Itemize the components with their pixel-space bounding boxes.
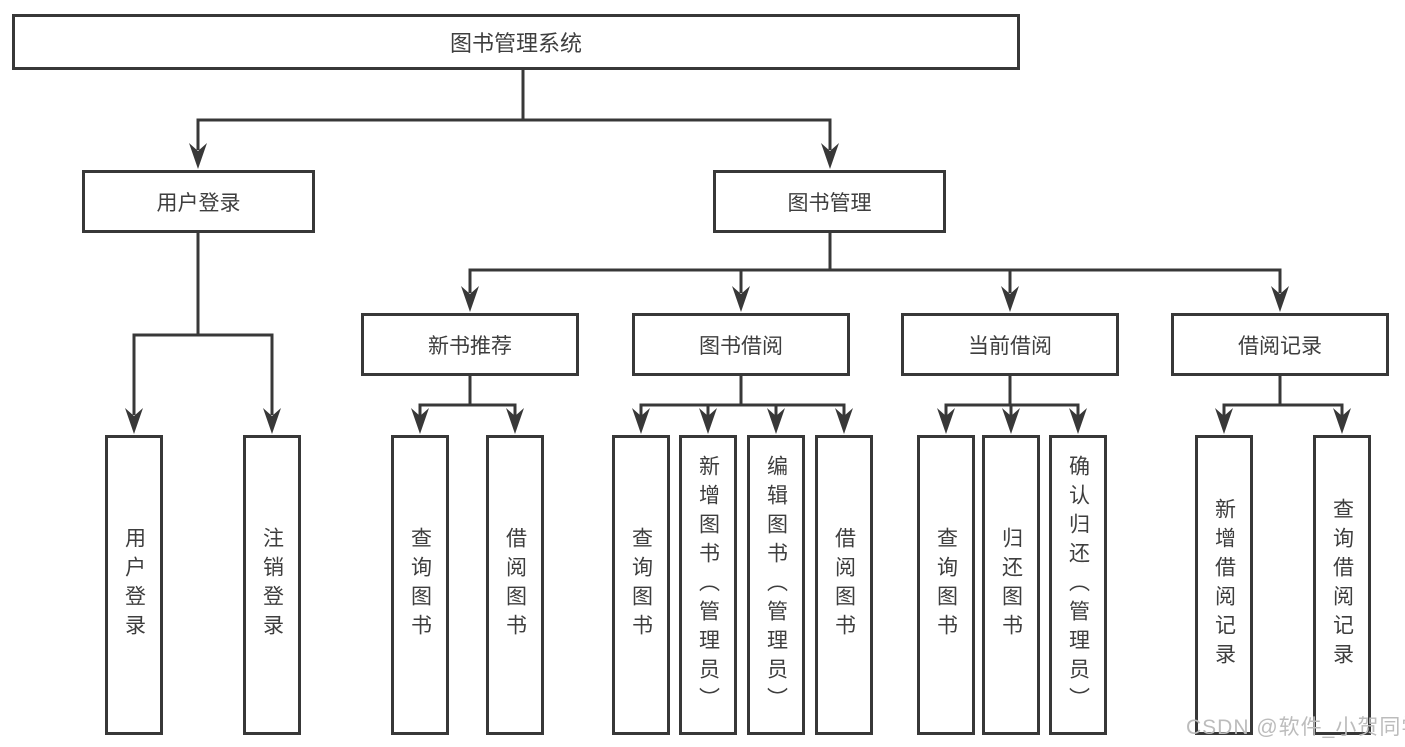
node-current-borrow-label: 当前借阅: [968, 334, 1052, 358]
arrowhead: [506, 408, 524, 434]
leaf-edit-book-admin-label: 编辑图书（管理员）: [764, 454, 788, 716]
leaf-logout: 注销登录: [243, 435, 301, 735]
node-borrow-records: 借阅记录: [1171, 313, 1389, 376]
leaf-borrow-books-recommend-label: 借阅图书: [503, 527, 527, 643]
arrowhead: [1069, 408, 1087, 434]
leaf-add-borrow-record-label: 新增借阅记录: [1212, 498, 1236, 672]
arrowhead: [1215, 408, 1233, 434]
arrowhead: [937, 408, 955, 434]
node-borrow-records-label: 借阅记录: [1238, 334, 1322, 358]
leaf-add-borrow-record: 新增借阅记录: [1195, 435, 1253, 735]
arrowhead: [189, 143, 207, 169]
arrowhead: [821, 143, 839, 169]
leaf-query-borrow-record-label: 查询借阅记录: [1330, 498, 1354, 672]
leaf-confirm-return-admin: 确认归还（管理员）: [1049, 435, 1107, 735]
node-root-label: 图书管理系统: [449, 31, 582, 56]
leaf-query-books-current-label: 查询图书: [934, 527, 958, 643]
leaf-add-book-admin: 新增图书（管理员）: [679, 435, 737, 735]
leaf-borrow-books-borrow: 借阅图书: [815, 435, 873, 735]
arrowhead: [767, 408, 785, 434]
node-book-management-label: 图书管理: [787, 191, 872, 215]
arrowhead: [1001, 286, 1019, 312]
node-new-book-recommend: 新书推荐: [361, 313, 579, 376]
leaf-query-books-recommend-label: 查询图书: [408, 527, 432, 643]
arrowhead: [1271, 286, 1289, 312]
leaf-edit-book-admin: 编辑图书（管理员）: [747, 435, 805, 735]
leaf-return-book-label: 归还图书: [999, 527, 1023, 643]
leaf-add-book-admin-label: 新增图书（管理员）: [696, 454, 720, 716]
arrowhead: [263, 408, 281, 434]
arrowhead: [699, 408, 717, 434]
leaf-query-books-borrow: 查询图书: [612, 435, 670, 735]
node-user-login: 用户登录: [82, 170, 315, 233]
watermark: CSDN @软件_小贺同学: [1186, 716, 1405, 739]
node-user-login-label: 用户登录: [156, 191, 241, 215]
leaf-user-login: 用户登录: [105, 435, 163, 735]
node-current-borrow: 当前借阅: [901, 313, 1119, 376]
arrowhead: [125, 408, 143, 434]
node-new-book-recommend-label: 新书推荐: [428, 334, 512, 358]
leaf-borrow-books-borrow-label: 借阅图书: [832, 527, 856, 643]
leaf-query-borrow-record: 查询借阅记录: [1313, 435, 1371, 735]
arrowhead: [411, 408, 429, 434]
node-book-borrow-label: 图书借阅: [699, 334, 783, 358]
arrowhead: [461, 286, 479, 312]
leaf-return-book: 归还图书: [982, 435, 1040, 735]
arrowhead: [1002, 408, 1020, 434]
arrowhead: [632, 408, 650, 434]
arrowhead: [835, 408, 853, 434]
leaf-borrow-books-recommend: 借阅图书: [486, 435, 544, 735]
leaf-user-login-label: 用户登录: [122, 527, 146, 643]
node-root: 图书管理系统: [12, 14, 1020, 70]
leaf-query-books-recommend: 查询图书: [391, 435, 449, 735]
arrowhead: [732, 286, 750, 312]
leaf-query-books-borrow-label: 查询图书: [629, 527, 653, 643]
node-book-management: 图书管理: [713, 170, 946, 233]
leaf-logout-label: 注销登录: [260, 527, 284, 643]
leaf-confirm-return-admin-label: 确认归还（管理员）: [1066, 454, 1090, 716]
node-book-borrow: 图书借阅: [632, 313, 850, 376]
arrowhead: [1333, 408, 1351, 434]
leaf-query-books-current: 查询图书: [917, 435, 975, 735]
